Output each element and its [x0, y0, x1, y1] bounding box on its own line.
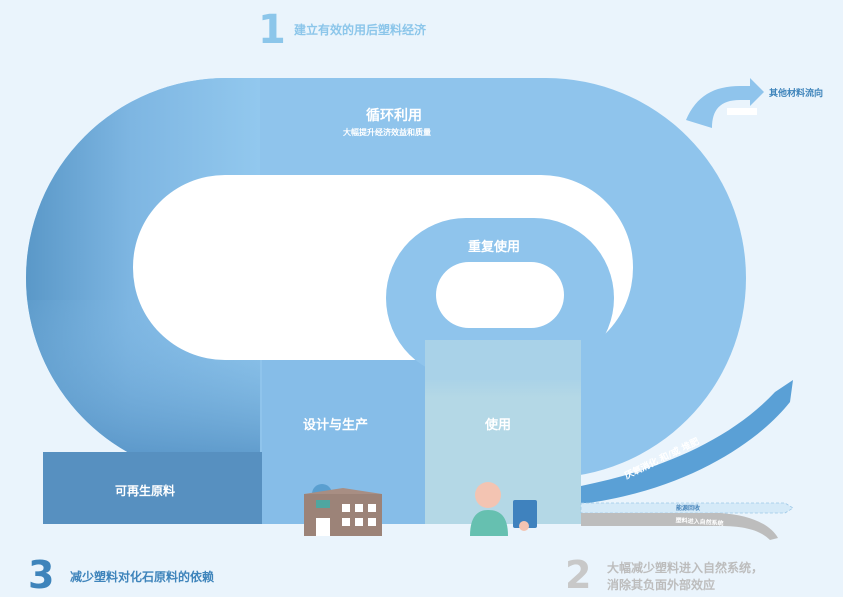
goal-2-line1: 大幅减少塑料进入自然系统， [607, 561, 764, 575]
anaerobic-digestion-flow [581, 380, 793, 504]
recycling-title: 循环利用 [366, 108, 422, 124]
goal-1-text: 建立有效的用后塑料经济 [294, 23, 427, 37]
reuse-loop-hole [436, 262, 564, 328]
other-materials-flow [686, 78, 764, 128]
goal-3-number: 3 [28, 553, 55, 597]
other-materials-label: 其他材料流向 [769, 89, 824, 99]
goal-1-number: 1 [258, 7, 286, 53]
reuse-title: 重复使用 [468, 240, 521, 255]
energy-recovery-label: 能源回收 [676, 505, 701, 512]
stage-renewable-label: 可再生原料 [115, 484, 176, 498]
energy-recovery-flow [580, 502, 794, 514]
person-with-tablet-icon [470, 482, 537, 536]
factory-icon [304, 484, 382, 536]
stage-use-label: 使用 [485, 418, 512, 433]
other-materials-gap [727, 108, 757, 115]
goal-3-text: 减少塑料对化石原料的依赖 [70, 570, 215, 584]
goal-2-number: 2 [565, 553, 592, 597]
renewable-feedstock-band [43, 452, 265, 524]
reuse-connector [425, 340, 581, 380]
goal-2-line2: 消除其负面外部效应 [607, 578, 716, 592]
leakage-flow [581, 513, 778, 540]
recycling-subtitle: 大幅提升经济效益和质量 [343, 128, 431, 137]
stage-design-label: 设计与生产 [303, 418, 369, 433]
